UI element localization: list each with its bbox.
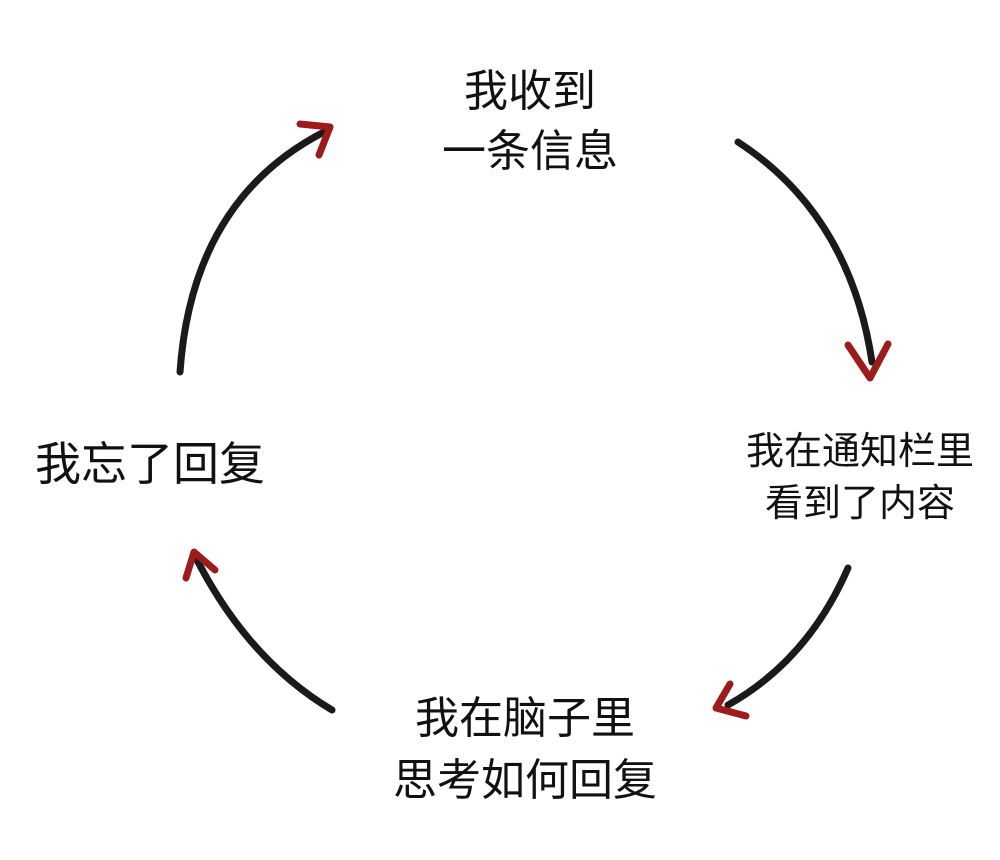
node-thinking-reply: 我在脑子里 思考如何回复	[355, 688, 695, 812]
arrow-seen-to-thinking	[712, 564, 852, 720]
arrow-thinking-to-forgot	[182, 548, 336, 714]
node-thinking-line-2: 思考如何回复	[393, 755, 657, 806]
node-seen-line-2: 看到了内容	[764, 481, 955, 525]
node-seen-line-1: 我在通知栏里	[745, 429, 974, 473]
arrow-received-to-seen	[734, 138, 892, 382]
node-forgot-reply: 我忘了回复	[35, 436, 305, 492]
node-received-line-1: 我收到	[464, 66, 596, 117]
node-forgot-line-1: 我忘了回复	[35, 437, 265, 491]
node-thinking-line-1: 我在脑子里	[415, 693, 635, 744]
node-received: 我收到 一条信息	[420, 62, 640, 182]
arrow-forgot-to-received	[176, 120, 334, 376]
node-received-line-2: 一条信息	[442, 126, 618, 177]
node-seen-in-notification: 我在通知栏里 看到了内容	[720, 425, 1000, 529]
